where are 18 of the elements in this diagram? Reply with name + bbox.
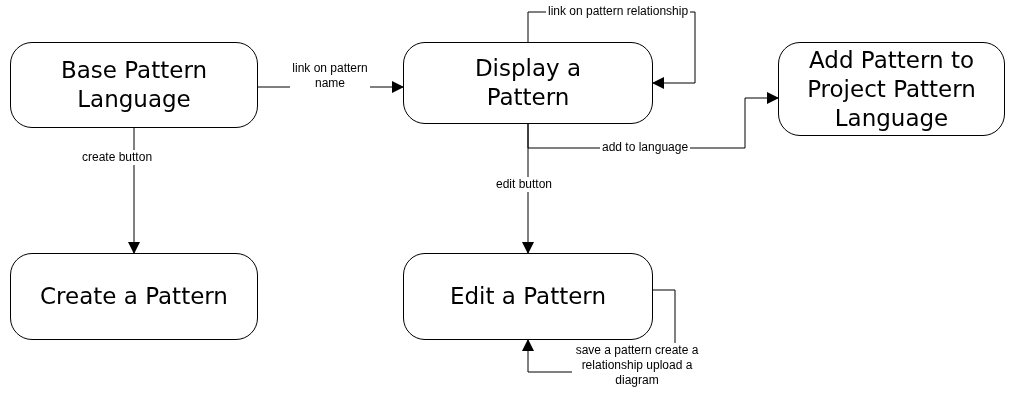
- state-box: [10, 253, 258, 340]
- arrow: [522, 123, 534, 254]
- state-name: Base Pattern Language: [59, 56, 209, 114]
- state-box: [10, 42, 258, 128]
- edge-label: add to language: [600, 140, 691, 155]
- state-box: [403, 42, 653, 124]
- state-box: [778, 42, 1005, 136]
- edge-label: link on pattern name: [290, 61, 370, 91]
- edge-label: link on pattern relationship: [546, 4, 691, 19]
- state-name: Add Pattern to Project Pattern Language: [806, 45, 977, 133]
- state-box: [403, 253, 653, 340]
- edge-label: edit button: [494, 177, 555, 192]
- edge-label: create button: [80, 150, 155, 165]
- edge-label: save a pattern create a relationship upload a diagram: [572, 343, 702, 388]
- arrow: [128, 127, 140, 254]
- state-name: Display a Pattern: [473, 54, 583, 112]
- state-name: Create a Pattern: [40, 282, 228, 311]
- state-name: Edit a Pattern: [450, 282, 606, 311]
